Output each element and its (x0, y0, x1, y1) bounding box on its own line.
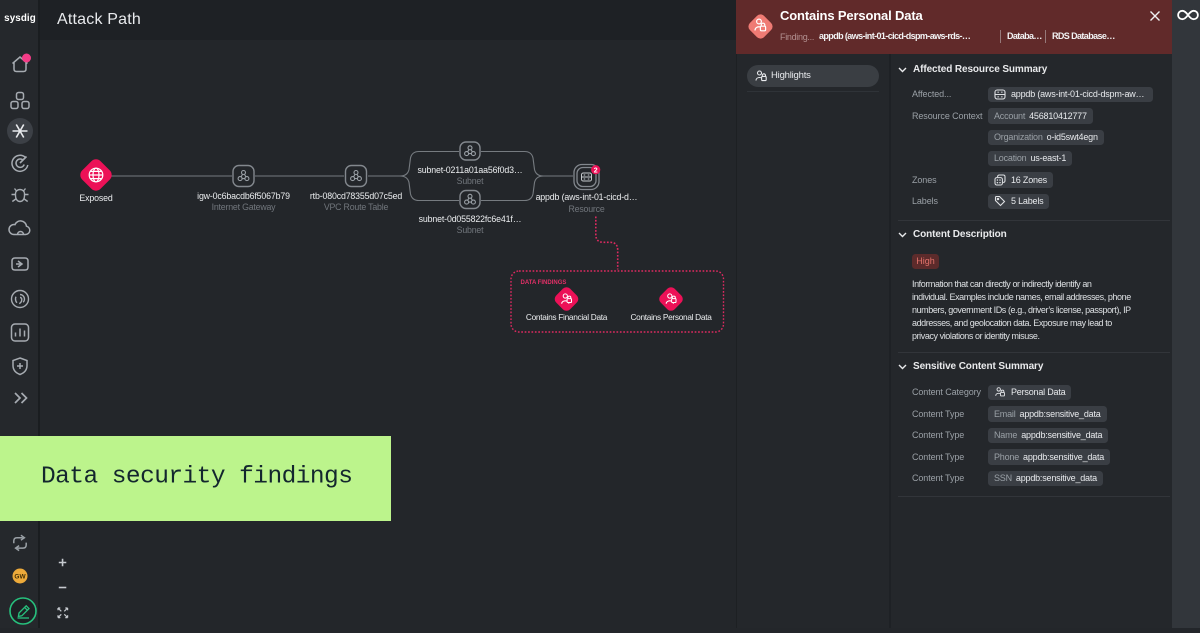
svg-text:GW: GW (14, 573, 26, 580)
svg-text:2: 2 (594, 167, 598, 174)
svg-text:DATA FINDINGS: DATA FINDINGS (521, 280, 567, 286)
svg-text:rtb-080cd78355d07c5ed: rtb-080cd78355d07c5ed (310, 191, 402, 201)
svg-text:Subnet: Subnet (457, 225, 484, 235)
svg-text:Subnet: Subnet (457, 176, 484, 186)
svg-text:VPC Route Table: VPC Route Table (324, 202, 389, 212)
svg-text:igw-0c6bacdb6f5067b79: igw-0c6bacdb6f5067b79 (197, 191, 290, 201)
svg-text:Internet Gateway: Internet Gateway (212, 202, 277, 212)
svg-text:Exposed: Exposed (79, 193, 112, 203)
svg-text:subnet-0211a01aa56f0d3…: subnet-0211a01aa56f0d3… (418, 165, 523, 175)
svg-text:Contains Financial Data: Contains Financial Data (526, 312, 608, 322)
svg-text:Contains Personal Data: Contains Personal Data (630, 312, 712, 322)
svg-text:Resource: Resource (568, 204, 604, 214)
svg-text:appdb (aws-int-01-cicd-d…: appdb (aws-int-01-cicd-d… (536, 192, 638, 202)
svg-text:subnet-0d055822fc6e41f…: subnet-0d055822fc6e41f… (419, 214, 522, 224)
